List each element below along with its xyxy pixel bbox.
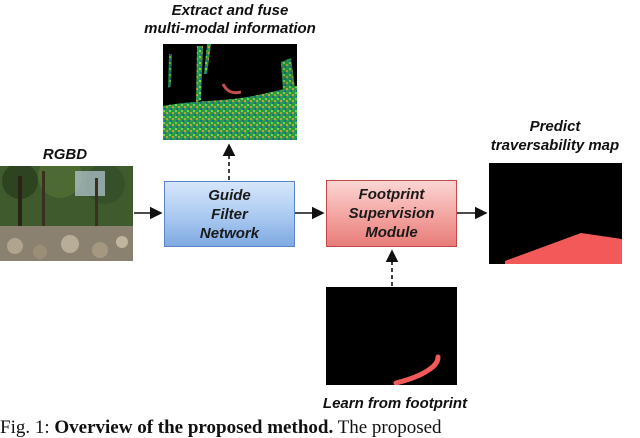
figure-caption: Fig. 1: Overview of the proposed method.… <box>0 417 640 438</box>
guide-box-line2: Filter <box>211 205 248 223</box>
footprint-box-line2: Supervision <box>348 205 435 222</box>
rgbd-label: RGBD <box>42 146 88 163</box>
fused-feature-image <box>163 44 297 140</box>
guide-filter-network-box: Guide Filter Network <box>164 181 295 247</box>
guide-box-line3: Network <box>199 224 260 242</box>
caption-bold: Overview of the proposed method. <box>54 417 334 438</box>
footprint-box-line3: Module <box>365 224 418 241</box>
guide-box-line1: Guide <box>208 186 251 204</box>
rgbd-image <box>0 166 133 261</box>
extract-label-line1: Extract and fuse <box>171 2 289 19</box>
learn-footprint-label: Learn from footprint <box>322 395 468 412</box>
predict-label-line2: traversability map <box>490 137 620 154</box>
caption-prefix: Fig. 1: <box>0 417 55 438</box>
predict-label-line1: Predict <box>529 118 581 135</box>
traversability-map-image <box>489 163 622 264</box>
footprint-supervision-module-box: Footprint Supervision Module <box>326 180 457 247</box>
extract-label-line2: multi-modal information <box>144 20 316 37</box>
footprint-box-line1: Footprint <box>358 186 425 203</box>
caption-rest: The proposed <box>333 417 442 438</box>
footprint-image <box>326 287 457 385</box>
